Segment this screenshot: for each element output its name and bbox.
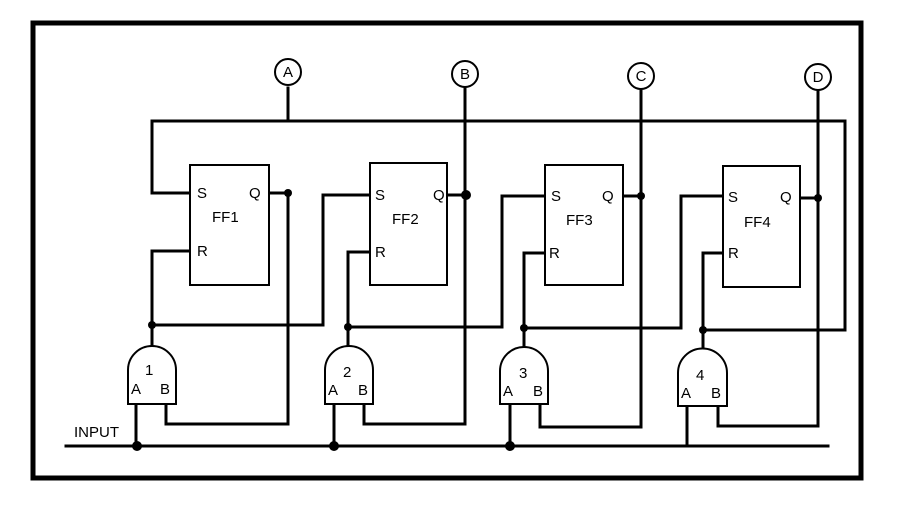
gate3-number: 3: [519, 365, 527, 382]
ff3-q-label: Q: [602, 188, 614, 205]
ff4-s-label: S: [728, 189, 738, 206]
junction-dot: [284, 189, 292, 197]
output-terminal-d: D: [804, 63, 832, 91]
gate2-number: 2: [343, 364, 351, 381]
ff1-s-label: S: [197, 185, 207, 202]
ff2-r-label: R: [375, 244, 386, 261]
gate2-b-label: B: [358, 382, 368, 399]
junction-dot: [148, 321, 156, 329]
ff1-q-wire: [164, 191, 290, 426]
ff1-r-label: R: [197, 243, 208, 260]
gate3-a-label: A: [503, 383, 513, 400]
flip-flop-ff3: S Q FF3 R: [544, 164, 624, 286]
junction-dot: [814, 194, 822, 202]
ff4-q-label: Q: [780, 189, 792, 206]
input-label: INPUT: [74, 424, 119, 441]
stage1-to-ff2-s-wire: [150, 193, 372, 327]
gate1-number: 1: [145, 362, 153, 379]
c-to-gate3-wire: [538, 402, 643, 429]
gate4-number: 4: [696, 367, 704, 384]
ff2-name: FF2: [392, 211, 419, 228]
ff3-name: FF3: [566, 212, 593, 229]
output-a-label: A: [283, 64, 293, 81]
gate1-b-label: B: [160, 381, 170, 398]
and-gate-2: 2 A B: [324, 345, 374, 405]
ff4-r-wire: [701, 251, 725, 352]
ff4-name: FF4: [744, 214, 771, 231]
ff4-r-label: R: [728, 245, 739, 262]
output-terminal-b: B: [451, 60, 479, 88]
stage2-to-ff3-s-wire: [346, 194, 547, 329]
d-to-gate4-wire: [716, 404, 820, 428]
ff1-name: FF1: [212, 209, 239, 226]
ff3-r-label: R: [549, 245, 560, 262]
junction-dot: [132, 441, 142, 451]
junction-dot: [520, 324, 528, 332]
feedback-bus: [150, 119, 847, 332]
output-c-label: C: [636, 68, 647, 85]
output-terminal-c: C: [627, 62, 655, 90]
and-gate-3: 3 A B: [499, 346, 549, 405]
output-b-label: B: [460, 66, 470, 83]
ff1-q-label: Q: [249, 185, 261, 202]
and-gate-4: 4 A B: [677, 347, 728, 407]
gate2-a-label: A: [328, 382, 338, 399]
ff2-q-label: Q: [433, 187, 445, 204]
output-d-label: D: [813, 69, 824, 86]
junction-dot: [505, 441, 515, 451]
junction-dot: [344, 323, 352, 331]
ff1-r-wire: [150, 249, 192, 352]
flip-flop-ff4: S Q FF4 R: [722, 165, 801, 288]
junction-dot: [699, 326, 707, 334]
ff2-s-label: S: [375, 187, 385, 204]
output-terminal-a: A: [274, 58, 302, 86]
ff2-r-wire: [346, 250, 372, 352]
junction-dots: [132, 189, 822, 451]
junction-dot: [461, 190, 471, 200]
ff3-r-wire: [522, 251, 547, 352]
stage3-to-ff4-s-wire: [522, 194, 725, 330]
junction-dot: [329, 441, 339, 451]
flip-flop-ff2: S Q FF2 R: [369, 162, 448, 286]
diagram-frame: [30, 20, 864, 481]
gate3-b-label: B: [533, 383, 543, 400]
b-to-gate2-wire: [362, 402, 467, 426]
ff3-s-label: S: [551, 188, 561, 205]
and-gate-1: 1 A B: [127, 345, 177, 405]
flip-flop-ff1: S Q FF1 R: [189, 164, 270, 286]
junction-dot: [637, 192, 645, 200]
gate1-a-label: A: [131, 381, 141, 398]
gate4-a-label: A: [681, 385, 691, 402]
gate4-b-label: B: [711, 385, 721, 402]
